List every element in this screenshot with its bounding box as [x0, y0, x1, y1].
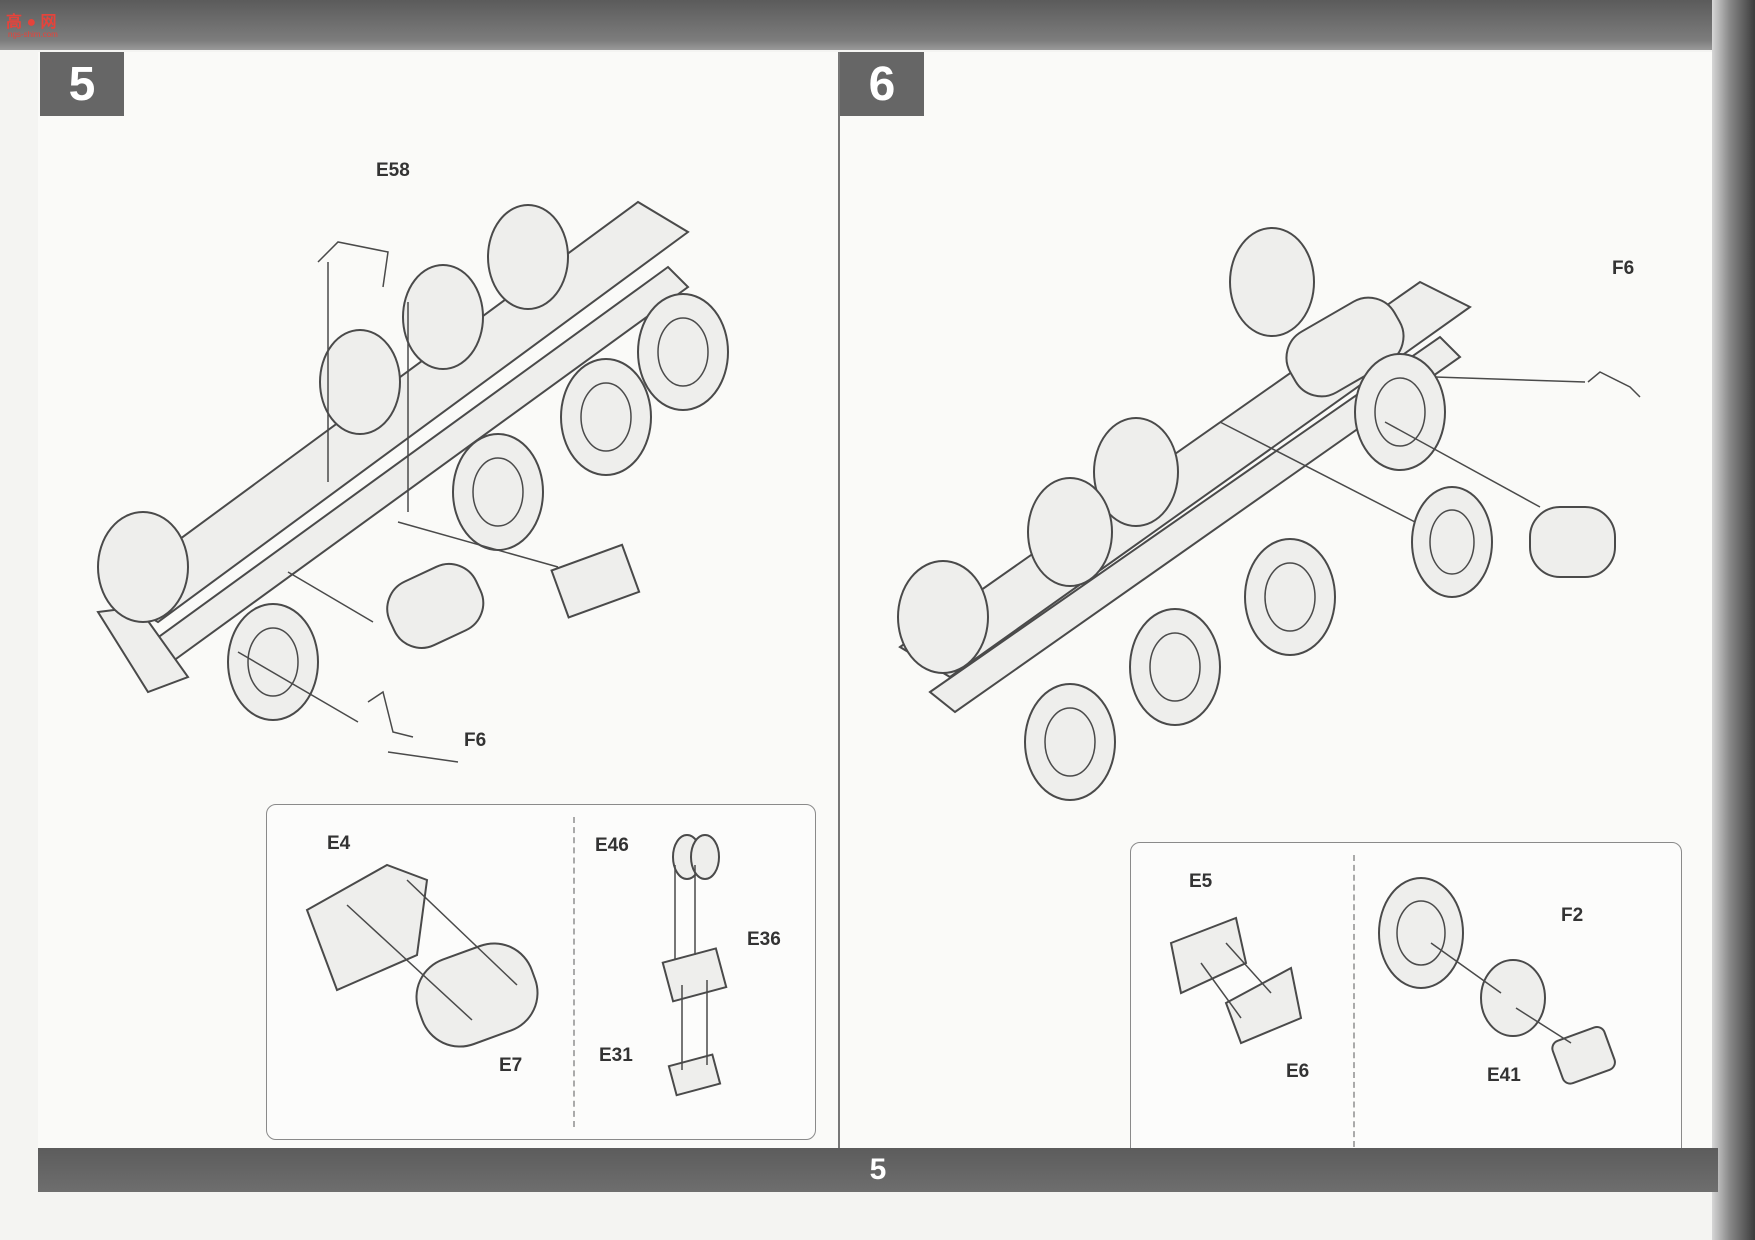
- label-e36: E36: [747, 929, 781, 950]
- label-e31: E31: [599, 1045, 633, 1066]
- step-5-badge: 5: [40, 52, 124, 116]
- step-5-detail-inset: E4 E7 E46 E36 E31: [266, 804, 816, 1140]
- label-e7: E7: [499, 1055, 523, 1076]
- step-5-chassis-drawing: [96, 200, 729, 763]
- step-5-detail-drawing: [305, 834, 728, 1097]
- inset-divider: [1353, 855, 1355, 1147]
- label-e4: E4: [327, 833, 351, 854]
- step-6-chassis-drawing: [897, 227, 1641, 801]
- label-e58: E58: [376, 160, 410, 181]
- step-5-panel: 5: [38, 52, 840, 1148]
- label-f2: F2: [1561, 905, 1584, 926]
- footer-band: 5: [38, 1148, 1718, 1192]
- step-6-badge: 6: [840, 52, 924, 116]
- page-number: 5: [869, 1153, 887, 1186]
- step-6-panel: 6 F6: [840, 52, 1712, 1160]
- step-6-detail-drawing: [1169, 877, 1616, 1085]
- label-f6: F6: [1612, 258, 1635, 279]
- label-e41: E41: [1487, 1065, 1521, 1086]
- step-6-detail-inset: E5 E6 F2 E41: [1130, 842, 1682, 1160]
- site-logo: 高 ● 网 ngs-shim.com: [6, 14, 58, 39]
- label-e6: E6: [1286, 1061, 1310, 1082]
- label-e46: E46: [595, 835, 629, 856]
- inset-divider: [573, 817, 575, 1127]
- binding-edge: [1712, 0, 1755, 1240]
- label-e5: E5: [1189, 871, 1213, 892]
- label-f6: F6: [464, 730, 487, 751]
- top-band: [0, 0, 1755, 50]
